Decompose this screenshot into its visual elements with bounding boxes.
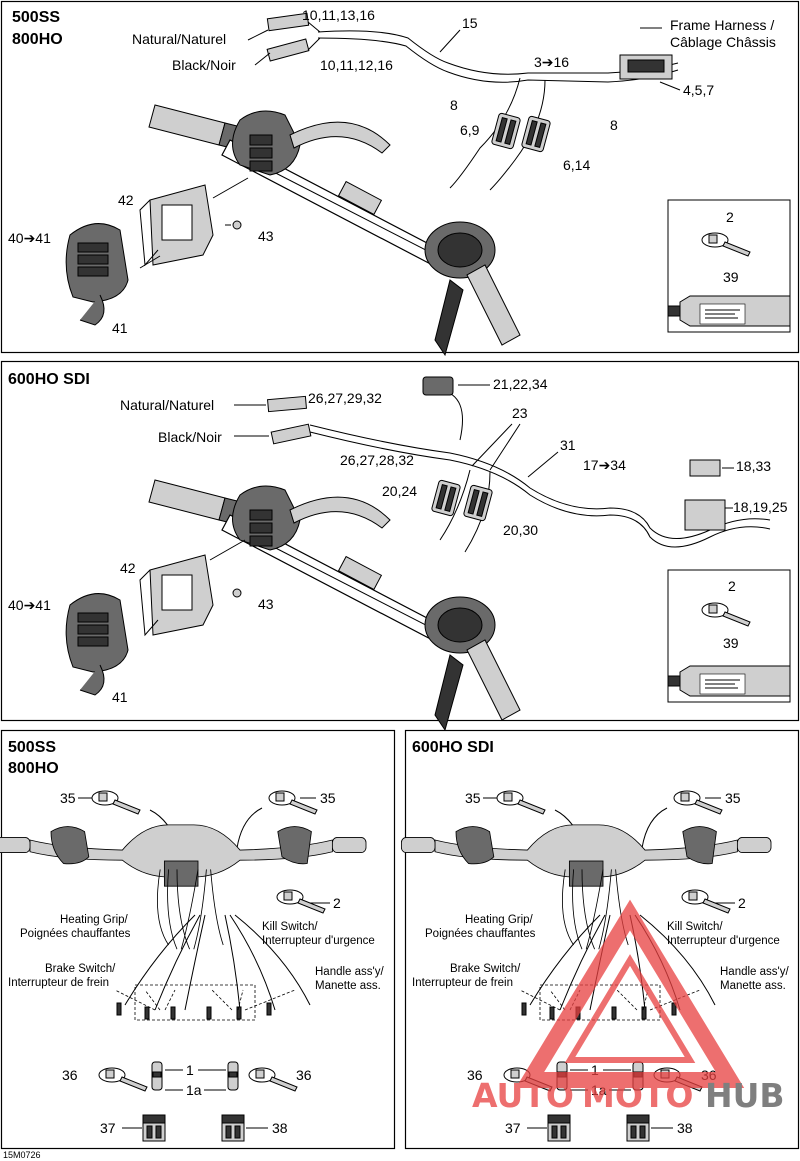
br-label-35b: 35 [725,790,741,806]
bl-label-36a: 36 [62,1067,78,1083]
mid-label-23: 23 [512,405,528,421]
mid-label-2: 2 [728,578,736,594]
bl-label-36b: 36 [296,1067,312,1083]
br-label-2: 2 [738,895,746,911]
br-label-brake-1: Brake Switch/ [450,963,521,975]
br-label-heating-1: Heating Grip/ [465,914,534,926]
top-label-black-parts: 10,11,12,16 [320,57,393,73]
bl-label-35a: 35 [60,790,76,806]
inset-top [667,199,791,333]
top-label-39: 39 [723,269,739,285]
mid-label-black-parts: 26,27,28,32 [340,452,414,468]
panel-bottom-left-border [0,729,396,1150]
br-label-kill-1: Kill Switch/ [667,921,723,933]
watermark-logo: AUTO MOTO HUB [472,899,785,1115]
watermark-text-c: HUB [705,1076,785,1115]
top-label-black: Black/Noir [172,57,236,73]
top-label-43: 43 [258,228,274,244]
panel-bottom-left: 500SS 800HO 35 35 2 Heating Grip/ Poigné… [0,729,396,1150]
br-label-1: 1 [591,1062,599,1078]
top-label-natural-parts: 10,11,13,16 [302,7,375,23]
top-label-41: 41 [112,320,128,336]
top-label-40-41: 40➔41 [8,230,51,246]
bl-label-brake-1: Brake Switch/ [45,963,116,975]
panel-middle-border [0,360,800,722]
top-label-4-5-7: 4,5,7 [683,82,714,98]
top-label-natural: Natural/Naturel [132,31,226,47]
top-label-2: 2 [726,209,734,225]
watermark-text-a: AUTO [472,1076,574,1115]
top-label-42: 42 [118,192,134,208]
br-label-heating-2: Poignées chauffantes [425,928,536,940]
top-label-8b: 8 [610,117,618,133]
br-label-36a: 36 [467,1067,483,1083]
mid-label-natural: Natural/Naturel [120,397,214,413]
bl-label-heating-2: Poignées chauffantes [20,928,131,940]
watermark-text-b: MOTO [582,1076,693,1115]
top-label-3-16: 3➔16 [534,54,569,70]
br-title: 600HO SDI [412,739,494,756]
top-label-frame-harness-2: Câblage Châssis [670,34,776,50]
mid-label-natural-parts: 26,27,29,32 [308,390,382,406]
top-label-6-9: 6,9 [460,122,480,138]
br-label-handle-1: Handle ass'y/ [720,966,789,978]
mid-label-42: 42 [120,560,136,576]
mid-label-21-22-34: 21,22,34 [493,376,548,392]
mid-label-41: 41 [112,689,128,705]
panel-top-title-line1: 500SS [12,9,60,26]
mid-label-18-33: 18,33 [736,458,771,474]
panel-top-border [0,0,800,354]
top-label-frame-harness-1: Frame Harness / [670,17,774,33]
panel-bottom-right-border [404,729,800,1150]
panel-bottom-right: 600HO SDI 35 35 2 Heating Grip/ Poignées… [400,729,800,1150]
bl-label-35b: 35 [320,790,336,806]
mid-label-20-30: 20,30 [503,522,538,538]
bl-label-kill-2: Interrupteur d'urgence [262,935,375,947]
figure-code: 15M0726 [3,1150,41,1160]
panel-middle: 600HO SDI Natural/Naturel Black/Noir 26,… [0,360,800,731]
bl-label-1: 1 [186,1062,194,1078]
bl-label-1a: 1a [186,1082,202,1098]
bl-label-38: 38 [272,1120,288,1136]
br-label-brake-2: Interrupteur de frein [412,977,513,989]
mid-label-43: 43 [258,596,274,612]
br-label-38: 38 [677,1120,693,1136]
br-label-37: 37 [505,1120,521,1136]
top-label-6-14: 6,14 [563,157,590,173]
panel-middle-title: 600HO SDI [8,371,90,388]
bl-label-2: 2 [333,895,341,911]
mid-label-31: 31 [560,437,576,453]
mid-label-39: 39 [723,635,739,651]
mid-label-20-24: 20,24 [382,483,417,499]
mid-label-40-41: 40➔41 [8,597,51,613]
top-label-15: 15 [462,15,478,31]
top-label-8a: 8 [450,97,458,113]
inset-middle [667,569,791,703]
bl-label-37: 37 [100,1120,116,1136]
br-label-kill-2: Interrupteur d'urgence [667,935,780,947]
mid-label-18-19-25: 18,19,25 [733,499,788,515]
bl-label-handle-2: Manette ass. [315,980,381,992]
mid-label-17-34: 17➔34 [583,457,626,473]
bl-title-line1: 500SS [8,739,56,756]
bl-label-heating-1: Heating Grip/ [60,914,129,926]
bl-label-brake-2: Interrupteur de frein [8,977,109,989]
panel-top-title-line2: 800HO [12,31,63,48]
mid-label-black: Black/Noir [158,429,222,445]
harness-top [266,12,679,191]
bl-title-line2: 800HO [8,760,59,777]
harness-middle [267,376,771,553]
bl-label-handle-1: Handle ass'y/ [315,966,384,978]
br-label-35a: 35 [465,790,481,806]
br-label-handle-2: Manette ass. [720,980,786,992]
panel-top: 500SS 800HO Natural/Naturel Blac [0,0,800,356]
bl-label-kill-1: Kill Switch/ [262,921,318,933]
